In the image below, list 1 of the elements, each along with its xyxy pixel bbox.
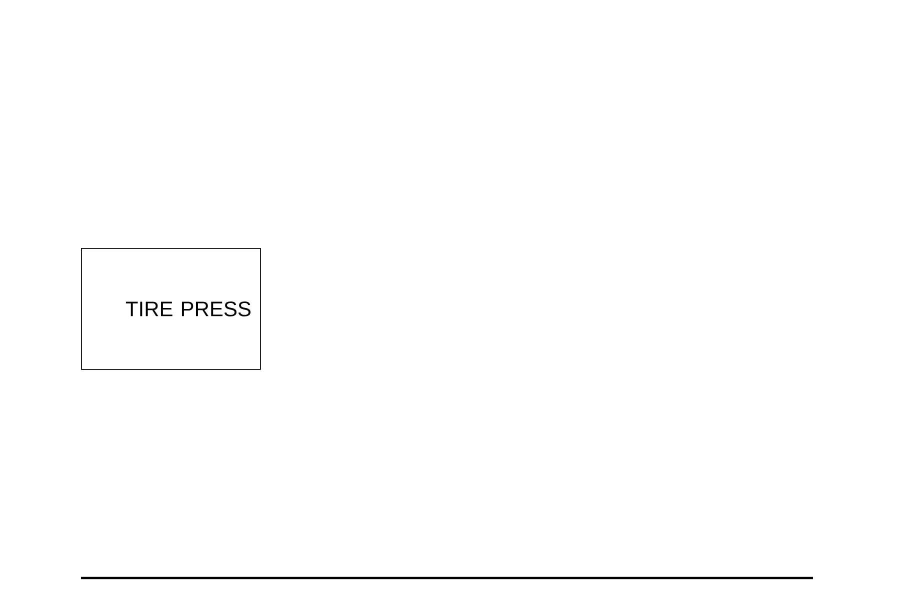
indicator-box: TIRE PRESS (81, 248, 261, 370)
